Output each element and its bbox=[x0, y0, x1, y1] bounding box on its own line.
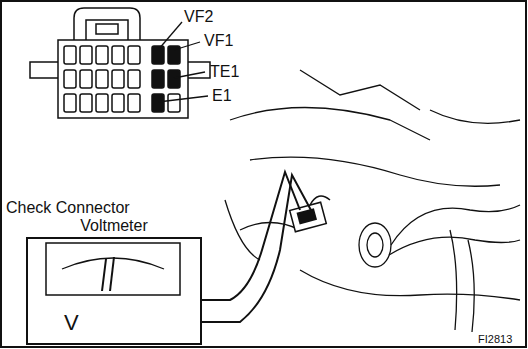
meter-dial bbox=[28, 239, 200, 299]
engine-bay bbox=[225, 70, 520, 332]
part-name: Check Connector bbox=[6, 199, 130, 217]
pin-name: VF2 bbox=[184, 8, 213, 26]
pin-name: E1 bbox=[212, 87, 232, 105]
voltmeter: VoltmeterV bbox=[26, 217, 202, 345]
test-leads bbox=[198, 172, 312, 322]
unit-symbol: V bbox=[64, 311, 79, 335]
pin-name: TE1 bbox=[210, 63, 239, 81]
connector-terminals bbox=[152, 46, 180, 112]
pin-name: VF1 bbox=[204, 32, 233, 50]
check-connector bbox=[30, 8, 210, 118]
instrument-name: Voltmeter bbox=[26, 217, 202, 235]
figure-code: FI2813 bbox=[478, 333, 512, 345]
meter-case: V bbox=[26, 237, 202, 345]
leader-lines bbox=[158, 22, 208, 102]
